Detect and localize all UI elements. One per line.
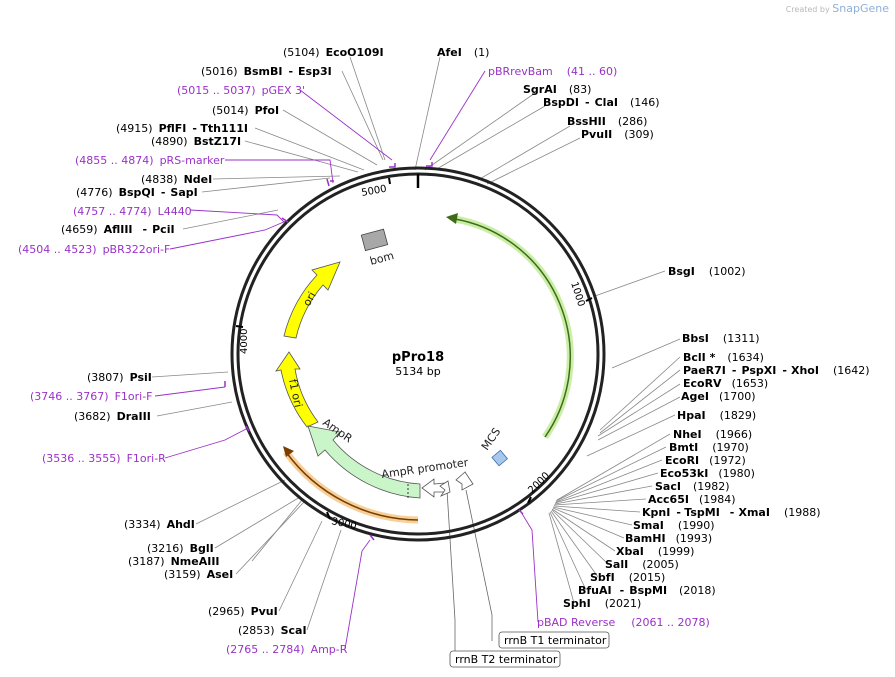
- enzyme-label-bbsi: BbsI(1311): [682, 332, 759, 345]
- enzyme-label-bsshii: BssHII(286): [567, 115, 647, 128]
- enzyme-label-kpni: KpnI-TspMI-XmaI(1988): [642, 506, 821, 519]
- tick-label-3000: 3000: [330, 516, 357, 532]
- rrnb-t2-terminator-tag: rrnB T2 terminator: [449, 650, 561, 668]
- enzyme-label-bfuai: BfuAI-BspMI(2018): [578, 584, 716, 597]
- enzyme-label-pvui: (2965)PvuI: [208, 605, 278, 618]
- enzyme-label-bcli: BclI *(1634): [683, 351, 764, 364]
- green-feature-arc-glow: [454, 215, 574, 440]
- enzyme-label-sbfi: SbfI(2015): [590, 571, 665, 584]
- enzyme-label-afliii: (4659)AflIII-PciI: [61, 223, 175, 236]
- rrnb-t1-terminator-tag: rrnB T1 terminator: [498, 631, 610, 649]
- enzyme-label-bamhi: BamHI(1993): [625, 532, 712, 545]
- rrnb-t2-terminator-label: rrnB T2 terminator: [455, 653, 558, 666]
- primer-marks: [224, 162, 524, 541]
- enzyme-label-nhei: NheI(1966): [673, 428, 752, 441]
- terminator-leader-lines: [446, 489, 493, 660]
- tick-label-4000: 4000: [239, 329, 250, 354]
- watermark-created-by: Created by: [785, 5, 830, 14]
- enzyme-label-ecorv: EcoRV(1653): [683, 377, 768, 390]
- enzyme-label-smai: SmaI(1990): [633, 519, 714, 532]
- enzyme-label-ecoo109i: (5104)EcoO109I: [283, 46, 384, 59]
- enzyme-label-bgli: (3216)BglI: [147, 542, 214, 555]
- enzyme-label-saci: SacI(1982): [655, 480, 730, 493]
- primer-label-pbr322ori-f: (4504 .. 4523)pBR322ori-F: [18, 243, 170, 256]
- ampr-feature-arrow: [307, 425, 421, 499]
- enzyme-label-bsmbi: (5016)BsmBI-Esp3I: [201, 65, 332, 78]
- bom-feature-label: bom: [368, 249, 395, 268]
- primer-label-f1ori-r: (3536 .. 3555)F1ori-R: [42, 452, 166, 465]
- enzyme-label-bspdi: BspDI-ClaI(146): [543, 96, 660, 109]
- enzyme-label-pfoi: (5014)PfoI: [212, 104, 279, 117]
- primer-label-pgex3: (5015 .. 5037)pGEX 3': [177, 84, 305, 97]
- green-feature-arc: [454, 218, 571, 438]
- rrnb-t2-terminator-glyph: [439, 480, 451, 497]
- ori-feature-label: ori: [300, 290, 318, 309]
- mcs-feature-box: [491, 449, 509, 467]
- green-feature-arrowhead: [446, 213, 458, 224]
- enzyme-label-sali: SalI(2005): [605, 558, 679, 571]
- enzyme-label-draiii: (3682)DraIII: [74, 410, 151, 423]
- primer-label-amp-r: (2765 .. 2784)Amp-R: [226, 643, 348, 656]
- enzyme-label-pflfi: (4915)PflFI-Tth111I: [116, 122, 248, 135]
- ruler-ticks: [235, 177, 593, 520]
- f1-ori-feature-arrow: [275, 351, 319, 428]
- enzyme-label-sgrai: SgrAI(83): [523, 83, 591, 96]
- snapgene-watermark: Created by SnapGene: [786, 2, 889, 15]
- tick-label-2000: 2000: [526, 470, 552, 496]
- orange-feature-arc: [285, 451, 419, 521]
- enzyme-label-bmti: BmtI(1970): [669, 441, 749, 454]
- primer-label-l4440: (4757 .. 4774)L4440: [73, 205, 192, 218]
- ampr-promoter-arrow: [421, 478, 446, 498]
- primer-label-pbad-reverse: pBAD Reverse(2061 .. 2078): [537, 616, 710, 629]
- enzyme-label-hpai: HpaI(1829): [677, 409, 756, 422]
- enzyme-label-agei: AgeI(1700): [681, 390, 756, 403]
- enzyme-label-xbai: XbaI(1999): [616, 545, 694, 558]
- label-leader-lines: [151, 56, 681, 631]
- rrnb-t1-terminator-glyph: [455, 471, 474, 491]
- enzyme-label-ahdi: (3334)AhdI: [124, 518, 195, 531]
- enzyme-label-pvuii: PvuII(309): [581, 128, 654, 141]
- ampr-promoter-label: AmpR promoter: [381, 456, 470, 481]
- plasmid-size: 5134 bp: [395, 365, 440, 378]
- enzyme-label-eco53ki: Eco53kI(1980): [660, 467, 755, 480]
- snapgene-logo: SnapGene: [832, 2, 889, 15]
- ori-feature-arrow: [283, 261, 341, 339]
- enzyme-label-nmeaiii: (3187)NmeAIII: [128, 555, 220, 568]
- mcs-feature-label: MCS: [479, 425, 504, 452]
- primer-label-pbrrevbam: pBRrevBam(41 .. 60): [488, 65, 617, 78]
- enzyme-label-paer7i: PaeR7I-PspXI-XhoI(1642): [683, 364, 870, 377]
- bom-feature-box: [360, 228, 389, 252]
- f1-ori-feature-label: f1 ori: [286, 378, 305, 409]
- primer-label-f1ori-f: (3746 .. 3767)F1ori-F: [30, 390, 153, 403]
- plasmid-backbone-outer: [230, 166, 606, 542]
- enzyme-label-acc65i: Acc65I(1984): [648, 493, 736, 506]
- enzyme-label-psii: (3807)PsiI: [87, 371, 152, 384]
- enzyme-label-bsgi: BsgI(1002): [668, 265, 745, 278]
- enzyme-label-ndei: (4838)NdeI: [141, 173, 212, 186]
- enzyme-label-asei: (3159)AseI: [164, 568, 233, 581]
- enzyme-label-ecori: EcoRI(1972): [665, 454, 746, 467]
- orange-feature-arrowhead: [283, 446, 294, 457]
- enzyme-label-scai: (2853)ScaI: [238, 624, 307, 637]
- primer-leader-lines: [154, 70, 539, 650]
- enzyme-label-afei: AfeI(1): [437, 46, 489, 59]
- tick-label-5000: 5000: [361, 184, 388, 199]
- plasmid-name: pPro18: [392, 350, 444, 365]
- rrnb-t1-terminator-label: rrnB T1 terminator: [504, 634, 607, 647]
- primer-label-prs-marker: (4855 .. 4874)pRS-marker: [75, 154, 225, 167]
- enzyme-label-bstz17i: (4890)BstZ17I: [151, 135, 241, 148]
- enzyme-label-bspqi: (4776)BspQI-SapI: [76, 186, 198, 199]
- enzyme-label-sphi: SphI(2021): [563, 597, 641, 610]
